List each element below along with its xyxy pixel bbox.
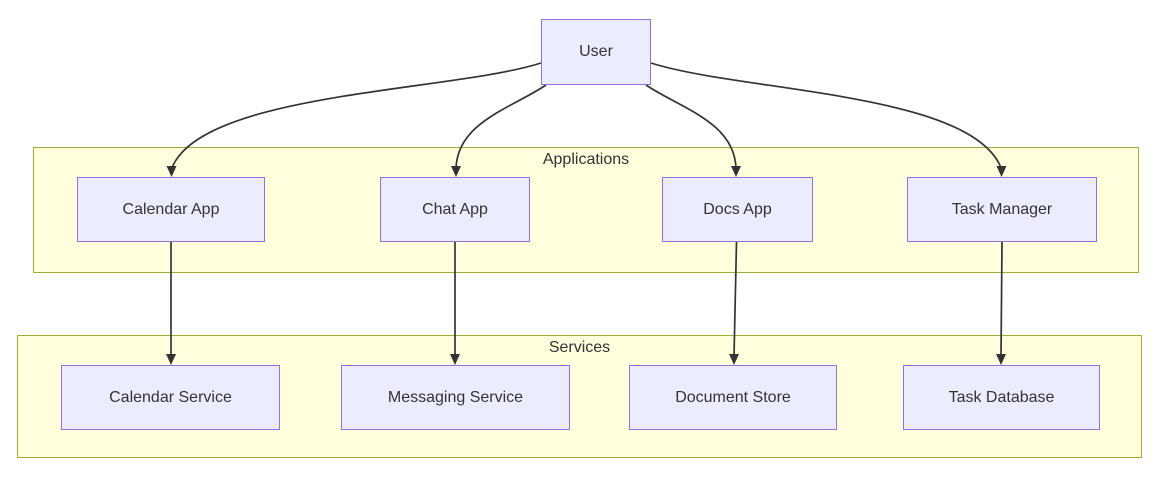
node-user-label: User [579,43,613,60]
node-calendar-service: Calendar Service [61,365,280,430]
node-document-store-label: Document Store [675,388,791,406]
node-calendar-app-label: Calendar App [122,200,220,218]
node-calendar-app: Calendar App [77,177,265,242]
node-task-database: Task Database [903,365,1100,430]
node-calendar-service-label: Calendar Service [109,388,232,406]
node-chat-app-label: Chat App [422,200,488,218]
node-messaging-service-label: Messaging Service [387,388,524,406]
node-user: User [541,19,651,85]
node-docs-app-label: Docs App [703,200,772,218]
node-task-manager: Task Manager [907,177,1097,242]
node-messaging-service: Messaging Service [341,365,570,430]
node-docs-app: Docs App [662,177,813,242]
node-task-database-label: Task Database [948,388,1055,406]
node-document-store: Document Store [629,365,837,430]
cluster-services-label: Services [548,339,611,356]
node-chat-app: Chat App [380,177,530,242]
cluster-applications-label: Applications [542,151,630,168]
node-task-manager-label: Task Manager [951,200,1053,218]
